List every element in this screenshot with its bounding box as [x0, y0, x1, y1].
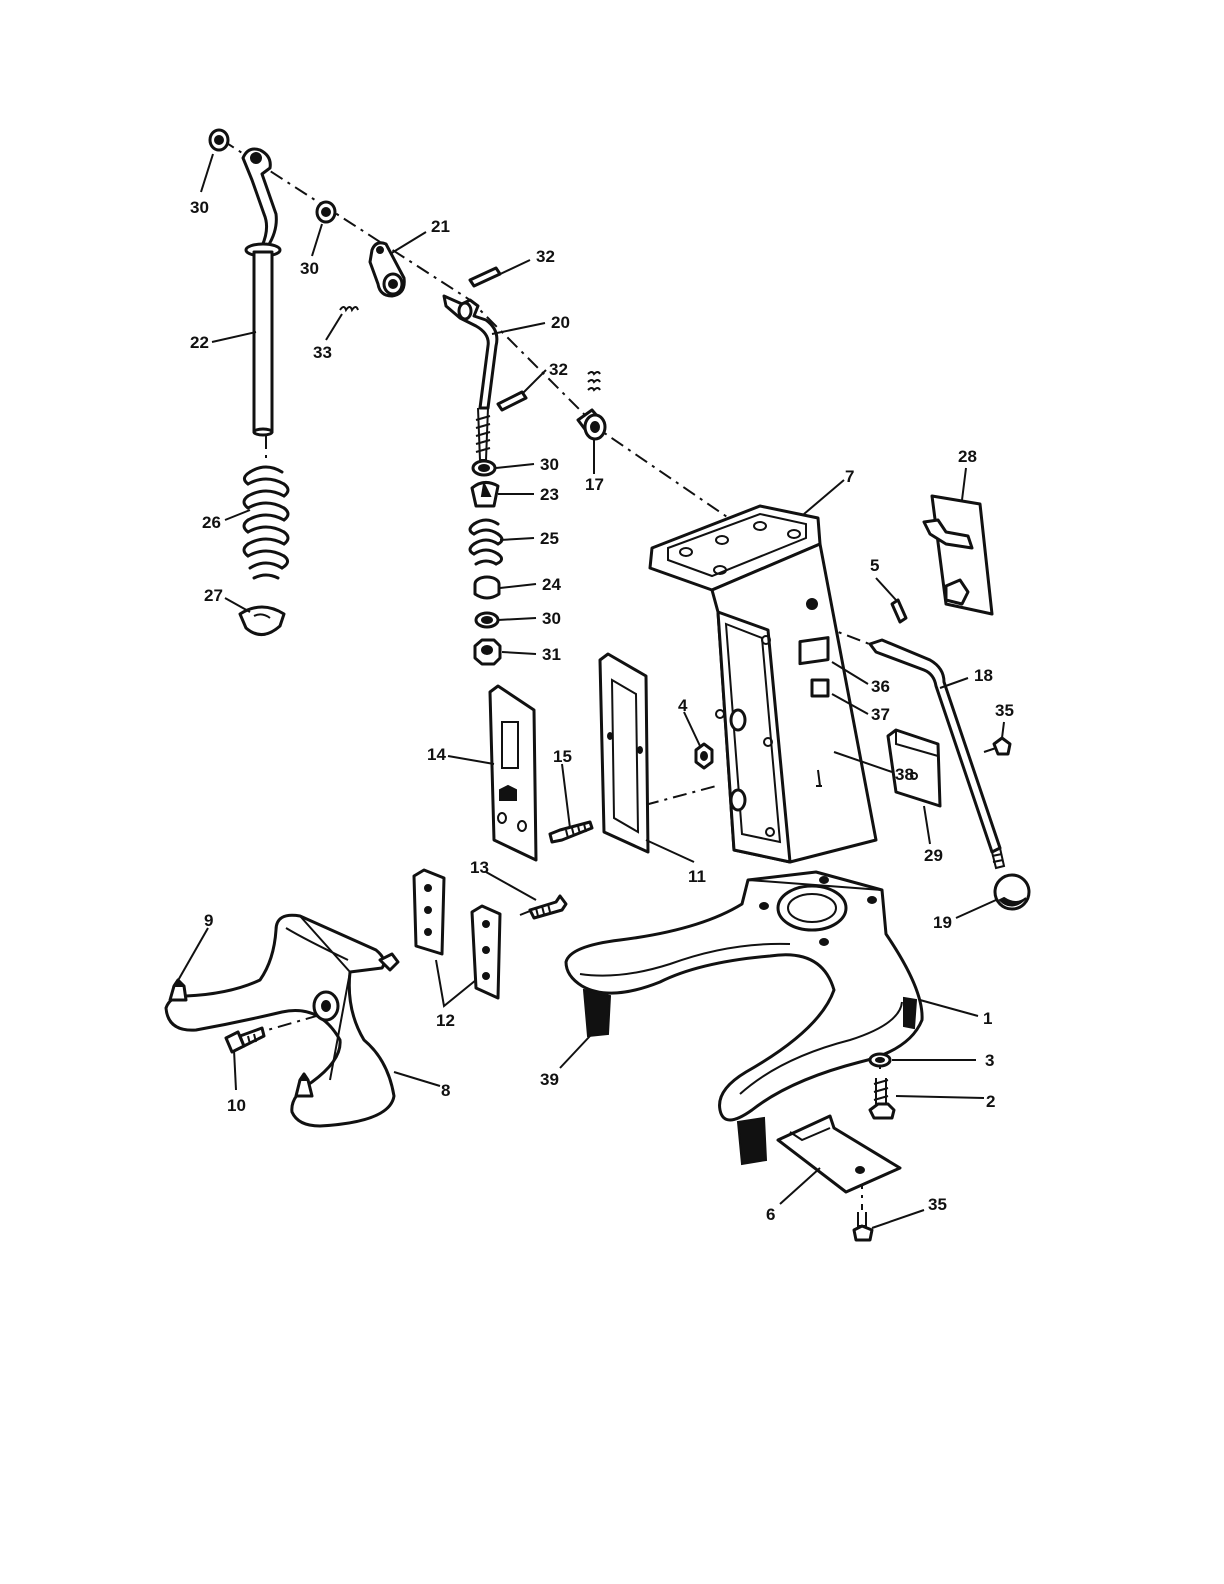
callout-31: 31 [542, 645, 561, 664]
knob-19 [995, 875, 1029, 909]
pin-32-top [470, 268, 500, 286]
callout-24: 24 [542, 575, 561, 594]
bracket-plate-6 [778, 1116, 900, 1192]
washer-30-top-right [317, 202, 335, 222]
callout-29: 29 [924, 846, 943, 865]
callout-26: 26 [202, 513, 221, 532]
rod-20 [444, 296, 497, 460]
callout-13: 13 [470, 858, 489, 877]
callout-35: 35 [995, 701, 1014, 720]
base-1 [566, 872, 922, 1164]
callout-23: 23 [540, 485, 559, 504]
nut-31 [475, 640, 500, 664]
spring-33 [340, 307, 358, 310]
shim-12-left [414, 870, 444, 954]
callout-1: 1 [983, 1009, 992, 1028]
callout-28: 28 [958, 447, 977, 466]
callout-8: 8 [441, 1081, 450, 1100]
callout-27: 27 [204, 586, 223, 605]
callout-37: 37 [871, 705, 890, 724]
bracket-28 [924, 496, 992, 614]
callout-39: 39 [540, 1070, 559, 1089]
callout-2: 2 [986, 1092, 995, 1111]
screw-35-upper [984, 738, 1010, 754]
callout-11: 11 [688, 867, 706, 886]
callout-3: 3 [985, 1051, 994, 1070]
column-housing-7 [650, 506, 876, 862]
screw-10 [226, 1028, 264, 1052]
pin-32-middle [498, 392, 526, 410]
bushing-24 [475, 577, 499, 598]
washer-30-stack-lower [476, 613, 498, 627]
spring-26 [244, 467, 288, 578]
lever-21 [370, 243, 404, 296]
spring-25 [470, 520, 502, 564]
screw-35-lower [854, 1212, 872, 1240]
collar-17 [578, 372, 605, 439]
callout-4: 4 [678, 696, 688, 715]
washer-3 [870, 1054, 890, 1066]
callout-32: 32 [549, 360, 568, 379]
callout-20: 20 [551, 313, 570, 332]
nut-4 [696, 744, 712, 768]
callout-18: 18 [974, 666, 993, 685]
callout-9: 9 [204, 911, 213, 930]
shaft-22 [243, 149, 280, 435]
callout-14: 14 [427, 745, 446, 764]
gasket-11 [600, 654, 648, 852]
callout-15: 15 [553, 747, 572, 766]
callout-30: 30 [540, 455, 559, 474]
bolt-2 [870, 1078, 894, 1118]
callout-7: 7 [845, 467, 854, 486]
callout-33: 33 [313, 343, 332, 362]
callout-38: 38 [895, 765, 914, 784]
screw-15 [550, 822, 592, 842]
callout-36: 36 [871, 677, 890, 696]
callout-22: 22 [190, 333, 209, 352]
callout-21: 21 [431, 217, 450, 236]
callout-19: 19 [933, 913, 952, 932]
shim-12-right [472, 906, 500, 998]
callout-32: 32 [536, 247, 555, 266]
callout-5: 5 [870, 556, 879, 575]
callout-10: 10 [227, 1096, 246, 1115]
callout-12: 12 [436, 1011, 455, 1030]
key-5 [892, 600, 906, 622]
side-frame-8 [166, 915, 398, 1126]
callout-30: 30 [190, 198, 209, 217]
callout-17: 17 [585, 475, 604, 494]
washer-30-stack-upper [473, 461, 495, 475]
callout-25: 25 [540, 529, 559, 548]
callout-30: 30 [542, 609, 561, 628]
cover-plate-14 [490, 686, 536, 860]
washer-30-top-left [210, 130, 228, 150]
plunger-23 [472, 482, 498, 506]
callout-30: 30 [300, 259, 319, 278]
callout-6: 6 [766, 1205, 775, 1224]
callout-35: 35 [928, 1195, 947, 1214]
